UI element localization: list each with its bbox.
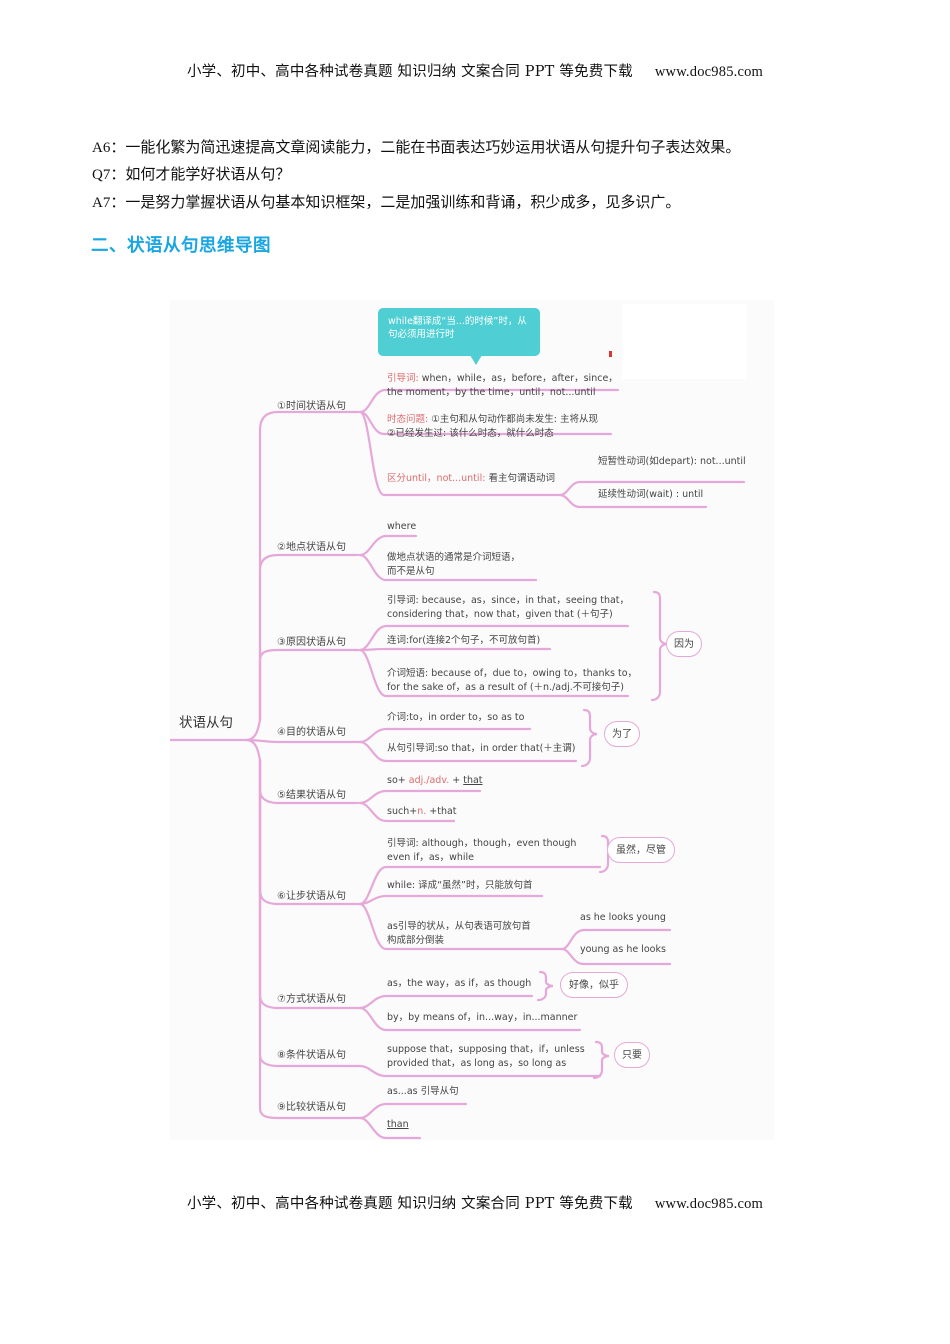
branch-comparison: ⑨比较状语从句: [277, 1102, 346, 1113]
leaf-pre: so+: [387, 775, 409, 786]
qa-tag: Q7：: [92, 167, 126, 183]
leaf-text-line2: considering that，now that，given that (＋句…: [387, 608, 613, 620]
leaf-prefix: 时态问题:: [387, 414, 429, 425]
leaf-text-line2: for the sake of，as a result of (＋n./adj.…: [387, 681, 625, 693]
leaf-text-line2: provided that，as long as，so long as: [387, 1057, 567, 1069]
branch-concession: ⑥让步状语从句: [277, 891, 346, 902]
footer-text: 小学、初中、高中各种试卷真题 知识归纳 文案合同 PPT 等免费下载: [186, 1196, 633, 1212]
leaf-text: 做地点状语的通常是介词短语，: [387, 552, 521, 563]
header-url[interactable]: www.doc985.com: [654, 64, 764, 80]
leaf: 介词短语: because of，due to，owing to，thanks …: [387, 667, 637, 694]
leaf: 时态问题: ①主句和从句动作都尚未发生: 主将从现 ②已经发生过: 该什么时态，…: [387, 413, 598, 440]
sub-leaf: 延续性动词(wait) : until: [598, 489, 704, 500]
mindmap-image: while翻译成“当...的时候”时，从句必须用进行时: [170, 300, 774, 1140]
summary-pill: 虽然，尽管: [607, 837, 675, 863]
qa-text: 一能化繁为简迅速提高文章阅读能力，二能在书面表达巧妙运用状语从句提升句子表达效果…: [125, 138, 741, 156]
leaf: suppose that，supposing that，if，unless pr…: [387, 1043, 585, 1070]
branch-purpose: ④目的状语从句: [277, 727, 346, 738]
leaf-pre: such+: [387, 806, 418, 817]
leaf-red: n.: [417, 806, 427, 817]
leaf-text: when，while，as，before，after，since，: [418, 373, 618, 384]
sub-leaf: as he looks young: [580, 912, 666, 923]
branch-reason: ③原因状语从句: [277, 637, 346, 648]
leaf-text-line2: 构成部分倒装: [387, 934, 445, 946]
leaf: by，by means of，in...way，in...manner: [387, 1012, 578, 1023]
footer-url[interactable]: www.doc985.com: [654, 1196, 764, 1212]
leaf: as，the way，as if，as though: [387, 978, 532, 989]
branch-manner: ⑦方式状语从句: [277, 994, 346, 1005]
answer-a6: A6：一能化繁为简迅速提高文章阅读能力，二能在书面表达巧妙运用状语从句提升句子表…: [92, 137, 740, 158]
leaf-text-line2: 而不是从句: [387, 565, 435, 577]
leaf: 介词:to，in order to，so as to: [387, 712, 525, 723]
sub-leaf: 短暂性动词(如depart): not...until: [598, 456, 746, 467]
summary-pill: 好像，似乎: [560, 972, 628, 998]
leaf: than: [387, 1119, 409, 1130]
leaf: while: 译成“虽然”时，只能放句首: [387, 880, 533, 891]
branch-result: ⑤结果状语从句: [277, 790, 346, 801]
leaf: 引导词: because，as，since，in that，seeing tha…: [387, 594, 629, 621]
branch-place: ②地点状语从句: [277, 542, 346, 553]
leaf-post: +: [449, 775, 464, 786]
answer-a7: A7：一是努力掌握状语从句基本知识框架，二是加强训练和背诵，积少成多，见多识广。: [92, 192, 680, 213]
qa-tag: A6：: [92, 140, 126, 156]
leaf: as...as 引导从句: [387, 1086, 459, 1097]
leaf: 区分until，not...until: 看主句谓语动词: [387, 472, 555, 486]
leaf-text: 看主句谓语动词: [485, 473, 555, 484]
leaf-text: as引导的状从，从句表语可放句首: [387, 921, 531, 932]
leaf-prefix: 引导词:: [387, 373, 419, 384]
leaf-text: ①主句和从句动作都尚未发生: 主将从现: [428, 414, 598, 425]
leaf-underlined: that: [463, 775, 483, 786]
sub-leaf: young as he looks: [580, 944, 666, 955]
leaf: 连词:for(连接2个句子，不可放句首): [387, 635, 541, 646]
leaf-text: 引导词: although，though，even though: [387, 838, 577, 849]
leaf-post: +that: [426, 806, 457, 817]
leaf-text-line2: ②已经发生过: 该什么时态，就什么时态: [387, 427, 554, 439]
qa-text: 如何才能学好状语从句？: [125, 165, 291, 183]
page-footer: 小学、初中、高中各种试卷真题 知识归纳 文案合同 PPT 等免费下载 www.do…: [0, 1192, 950, 1213]
summary-pill: 因为: [666, 631, 702, 657]
leaf: 做地点状语的通常是介词短语， 而不是从句: [387, 551, 520, 578]
branch-time: ①时间状语从句: [277, 401, 346, 412]
leaf-prefix: 区分until，not...until:: [387, 473, 486, 484]
red-mark: [609, 351, 612, 357]
summary-pill: 只要: [614, 1042, 650, 1068]
leaf-text: suppose that，supposing that，if，unless: [387, 1044, 585, 1055]
leaf-text: 介词短语: because of，due to，owing to，thanks …: [387, 668, 638, 679]
leaf: 引导词: when，while，as，before，after，since， t…: [387, 372, 618, 399]
leaf: 引导词: although，though，even though even if…: [387, 837, 576, 864]
mindmap-connectors: [170, 388, 746, 1140]
section-title: 二、状语从句思维导图: [91, 236, 271, 256]
leaf: as引导的状从，从句表语可放句首 构成部分倒装: [387, 920, 531, 947]
summary-pill: 为了: [604, 721, 640, 747]
leaf-text: 引导词: because，as，since，in that，seeing tha…: [387, 595, 630, 606]
mindmap-root: 状语从句: [179, 715, 233, 731]
qa-tag: A7：: [92, 195, 126, 211]
leaf-text-line2: even if，as，while: [387, 851, 475, 863]
leaf: such+n. +that: [387, 805, 457, 819]
page-header: 小学、初中、高中各种试卷真题 知识归纳 文案合同 PPT 等免费下载 www.do…: [0, 60, 950, 81]
leaf-text-line2: the moment，by the time，until，not...until: [387, 386, 596, 398]
leaf-red: adj./adv.: [408, 775, 450, 786]
question-q7: Q7：如何才能学好状语从句？: [92, 164, 290, 185]
blank-area: [622, 304, 747, 379]
branch-condition: ⑧条件状语从句: [277, 1050, 346, 1061]
header-text: 小学、初中、高中各种试卷真题 知识归纳 文案合同 PPT 等免费下载: [186, 64, 633, 80]
callout-bubble: while翻译成“当...的时候”时，从句必须用进行时: [378, 308, 540, 365]
leaf: 从句引导词:so that，in order that(＋主谓): [387, 743, 576, 754]
qa-text: 一是努力掌握状语从句基本知识框架，二是加强训练和背诵，积少成多，见多识广。: [125, 193, 681, 211]
leaf: where: [387, 521, 417, 532]
leaf: so+ adj./adv. + that: [387, 774, 483, 788]
